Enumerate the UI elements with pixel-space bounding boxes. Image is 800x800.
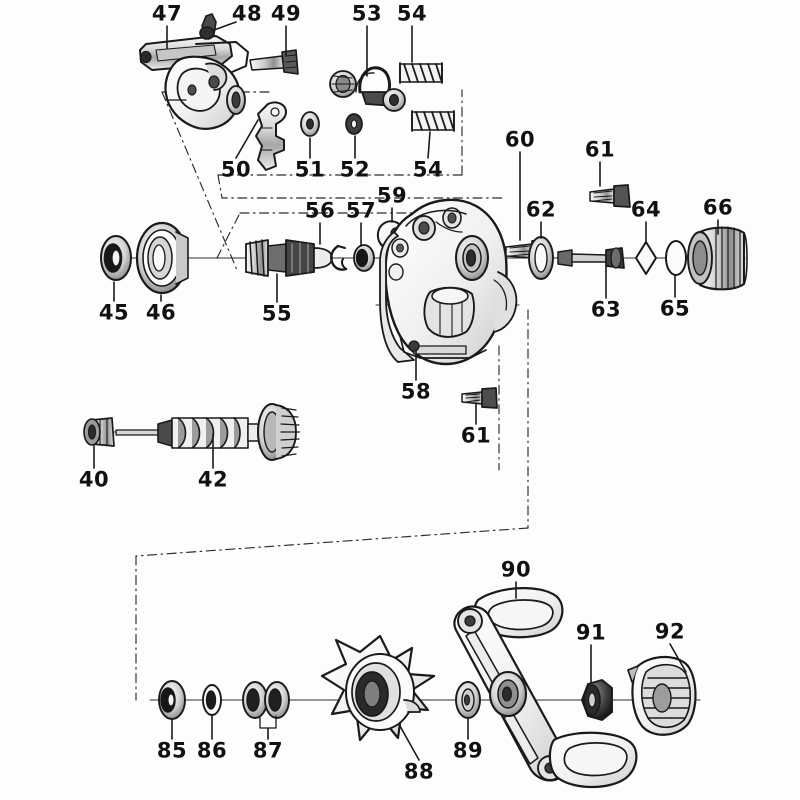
part-label-49: 49 (270, 1, 302, 26)
part-label-58: 58 (400, 379, 432, 404)
part-42-worm-shaft (115, 403, 300, 461)
part-92-handle-cap (627, 655, 697, 736)
part-40-bushing (83, 417, 115, 447)
part-label-87: 87 (252, 738, 284, 763)
part-45-bearing (100, 235, 132, 281)
part-label-57: 57 (345, 198, 377, 223)
part-label-42: 42 (197, 467, 229, 492)
part-55-cast-control-cap (245, 239, 333, 277)
part-61-screw-upper (589, 184, 631, 208)
part-label-48: 48 (231, 1, 263, 26)
part-label-85: 85 (156, 738, 188, 763)
part-48-screw (199, 13, 217, 40)
part-label-59: 59 (376, 183, 408, 208)
part-label-89: 89 (452, 738, 484, 763)
part-52-bushing (345, 113, 363, 135)
part-label-47: 47 (151, 1, 183, 26)
part-57-bearing (353, 244, 375, 272)
part-label-65: 65 (659, 296, 691, 321)
part-54-spring-lower (411, 110, 455, 132)
part-label-64: 64 (630, 197, 662, 222)
part-85-washer (158, 680, 186, 720)
part-label-91: 91 (575, 620, 607, 645)
part-label-45: 45 (98, 300, 130, 325)
part-89-washer (455, 681, 481, 719)
part-47-clutch-cam-body (164, 41, 249, 130)
part-label-60: 60 (504, 127, 536, 152)
part-label-55: 55 (261, 301, 293, 326)
part-label-51: 51 (294, 157, 326, 182)
leader-lines (93, 21, 719, 761)
part-64-tension-plate (635, 241, 657, 275)
part-87-drag-washers (242, 681, 290, 729)
part-label-90: 90 (500, 557, 532, 582)
part-91-lock-nut (581, 679, 613, 721)
part-88-star-drag (320, 634, 436, 742)
part-61-screw-lower (461, 387, 498, 409)
part-65-washer (665, 240, 687, 276)
part-label-62: 62 (525, 197, 557, 222)
part-label-40: 40 (78, 467, 110, 492)
part-label-66: 66 (702, 195, 734, 220)
part-62-washer (528, 236, 554, 280)
part-label-54-upper: 54 (396, 1, 428, 26)
part-label-86: 86 (196, 738, 228, 763)
part-53-clutch-yoke (329, 66, 406, 112)
part-66-tension-knob (687, 226, 748, 291)
part-86-washer (202, 684, 222, 716)
part-label-61-lower: 61 (460, 423, 492, 448)
part-label-53: 53 (351, 1, 383, 26)
part-54-spring-upper (399, 62, 443, 84)
part-label-92: 92 (654, 619, 686, 644)
part-50-kick-lever (255, 101, 287, 171)
part-90-handle-arm (453, 587, 638, 788)
part-label-54-lower: 54 (412, 157, 444, 182)
part-label-63: 63 (590, 297, 622, 322)
part-58-sideplate-housing (379, 198, 518, 366)
part-56-clip (330, 244, 348, 271)
part-46-bearing-race (135, 221, 189, 295)
group-boundary-lines (135, 89, 529, 701)
part-63-spindle (557, 247, 625, 269)
part-label-46: 46 (145, 300, 177, 325)
part-label-61-upper: 61 (584, 137, 616, 162)
part-label-52: 52 (339, 157, 371, 182)
part-51-washer (300, 111, 320, 137)
part-label-50: 50 (220, 157, 252, 182)
part-label-56: 56 (304, 198, 336, 223)
part-49-screw (249, 49, 299, 75)
part-label-88: 88 (403, 759, 435, 784)
